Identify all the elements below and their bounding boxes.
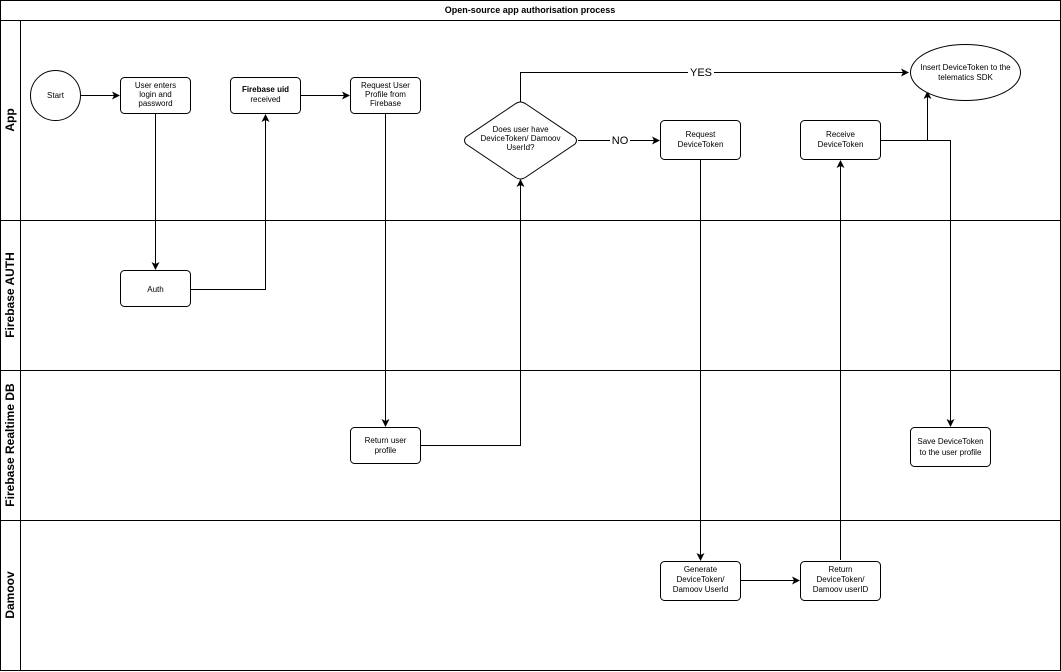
lane-label-app: App — [3, 108, 17, 131]
node-generate-devicetoken: Generate DeviceToken/ Damoov UserId — [660, 561, 741, 601]
svg-text:Damoov userID: Damoov userID — [813, 585, 869, 594]
edges — [80, 68, 955, 585]
svg-text:Insert DeviceToken to the: Insert DeviceToken to the — [920, 63, 1011, 72]
lane-label-firebase-realtime-db: Firebase Realtime DB — [3, 383, 17, 507]
edge-auth-to-uid — [190, 114, 270, 290]
lane-label-damoov: Damoov — [3, 571, 17, 619]
svg-text:Save DeviceToken: Save DeviceToken — [917, 437, 983, 446]
svg-text:UserId?: UserId? — [506, 143, 535, 152]
no-label-bg — [610, 134, 630, 146]
lane-label-firebase-auth: Firebase AUTH — [3, 252, 17, 338]
svg-text:password: password — [138, 99, 172, 108]
svg-text:DeviceToken/: DeviceToken/ — [816, 575, 865, 584]
svg-text:profile: profile — [375, 446, 397, 455]
svg-text:Generate: Generate — [684, 565, 718, 574]
svg-text:Return user: Return user — [365, 436, 407, 445]
svg-text:User enters: User enters — [135, 81, 176, 90]
node-request-user-profile: Request User Profile from Firebase — [350, 77, 421, 114]
svg-text:received: received — [250, 95, 280, 104]
svg-text:to the user profile: to the user profile — [920, 448, 982, 457]
edge-label-yes: YES — [690, 67, 712, 79]
node-return-user-profile: Return user profile — [350, 427, 421, 464]
svg-text:login and: login and — [139, 90, 171, 99]
yes-label-bg — [688, 66, 714, 78]
svg-text:Request User: Request User — [361, 81, 410, 90]
edge-return-profile-to-decision — [420, 179, 525, 446]
svg-text:DeviceToken: DeviceToken — [818, 140, 864, 149]
node-request-devicetoken: Request DeviceToken — [660, 120, 741, 160]
svg-text:Receive: Receive — [826, 130, 855, 139]
diagram-title: Open-source app authorisation process — [445, 5, 616, 15]
svg-text:Firebase uid: Firebase uid — [242, 85, 289, 94]
svg-text:Auth: Auth — [147, 285, 163, 294]
edge-receive-to-save — [927, 140, 955, 427]
svg-text:DeviceToken/ Damoov: DeviceToken/ Damoov — [480, 134, 560, 143]
node-user-enters-login: User enters login and password — [120, 77, 191, 114]
node-auth: Auth — [120, 270, 191, 307]
svg-text:Return: Return — [828, 565, 852, 574]
edge-label-no: NO — [612, 135, 629, 147]
node-return-devicetoken: Return DeviceToken/ Damoov userID — [800, 561, 881, 601]
edge-decision-yes — [520, 68, 909, 102]
svg-text:DeviceToken/: DeviceToken/ — [676, 575, 725, 584]
svg-text:Start: Start — [47, 91, 65, 100]
svg-text:Firebase: Firebase — [370, 99, 402, 108]
node-receive-devicetoken: Receive DeviceToken — [800, 120, 881, 160]
node-firebase-uid-received: Firebase uid received — [230, 77, 301, 114]
node-insert-devicetoken: Insert DeviceToken to the telematics SDK — [910, 44, 1021, 101]
svg-text:Request: Request — [686, 130, 717, 139]
node-decision-has-devicetoken: Does user have DeviceToken/ Damoov UserI… — [464, 101, 577, 180]
node-save-devicetoken: Save DeviceToken to the user profile — [910, 427, 991, 467]
svg-text:Does user have: Does user have — [492, 125, 549, 134]
svg-text:telematics SDK: telematics SDK — [938, 73, 993, 82]
svg-text:Damoov UserId: Damoov UserId — [673, 585, 729, 594]
node-start: Start — [30, 70, 81, 121]
svg-text:Profile from: Profile from — [365, 90, 406, 99]
svg-text:DeviceToken: DeviceToken — [678, 140, 724, 149]
